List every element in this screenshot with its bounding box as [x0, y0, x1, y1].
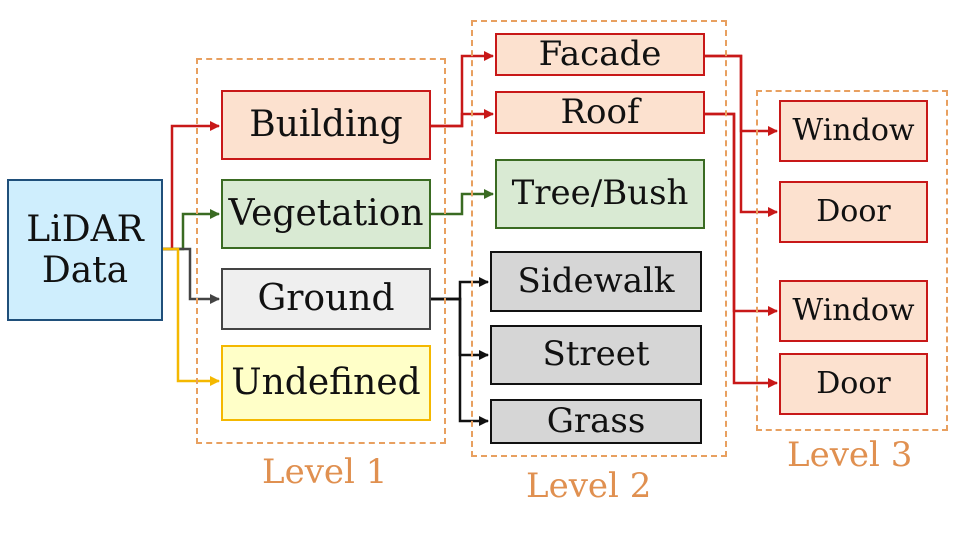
node-facade-door-label: Door — [816, 193, 891, 229]
node-lidar-data: LiDAR Data — [7, 179, 163, 321]
edge-facade-door — [705, 54, 778, 217]
node-roof-door: Door — [779, 353, 928, 415]
node-tree-bush-label: Tree/Bush — [511, 173, 689, 214]
level-2-group — [471, 20, 727, 457]
node-undefined: Undefined — [221, 345, 431, 421]
node-roof: Roof — [495, 91, 705, 134]
node-sidewalk-label: Sidewalk — [517, 260, 675, 301]
edge-vegetation-tree — [431, 189, 494, 216]
node-facade-window-label: Window — [792, 112, 915, 148]
level-1-group — [196, 58, 446, 444]
level-3-group — [756, 90, 948, 431]
edge-roof-door — [705, 112, 778, 388]
node-roof-label: Roof — [560, 91, 640, 132]
level-2-label: Level 2 — [526, 466, 652, 506]
level-1-label: Level 1 — [262, 452, 388, 492]
node-sidewalk: Sidewalk — [490, 251, 702, 312]
node-ground: Ground — [221, 268, 431, 330]
edge-lidar-undefined — [163, 247, 220, 386]
node-vegetation-label: Vegetation — [228, 193, 424, 235]
node-building-label: Building — [249, 104, 403, 146]
node-facade-label: Facade — [538, 33, 662, 74]
node-roof-door-label: Door — [816, 365, 891, 401]
node-lidar-data-label: LiDAR Data — [26, 208, 144, 291]
node-street-label: Street — [542, 334, 650, 375]
level-3-label: Level 3 — [787, 435, 913, 475]
edge-building-roof — [431, 109, 494, 128]
node-vegetation: Vegetation — [221, 179, 431, 249]
node-building: Building — [221, 90, 431, 160]
node-grass: Grass — [490, 399, 702, 444]
node-undefined-label: Undefined — [231, 362, 421, 404]
node-grass-label: Grass — [546, 400, 646, 441]
node-tree-bush: Tree/Bush — [495, 159, 705, 229]
node-ground-label: Ground — [257, 278, 395, 320]
node-street: Street — [490, 325, 702, 385]
node-facade: Facade — [495, 33, 705, 76]
node-facade-window: Window — [779, 100, 928, 162]
node-roof-window-label: Window — [792, 292, 915, 328]
node-roof-window: Window — [779, 280, 928, 342]
node-facade-door: Door — [779, 181, 928, 243]
